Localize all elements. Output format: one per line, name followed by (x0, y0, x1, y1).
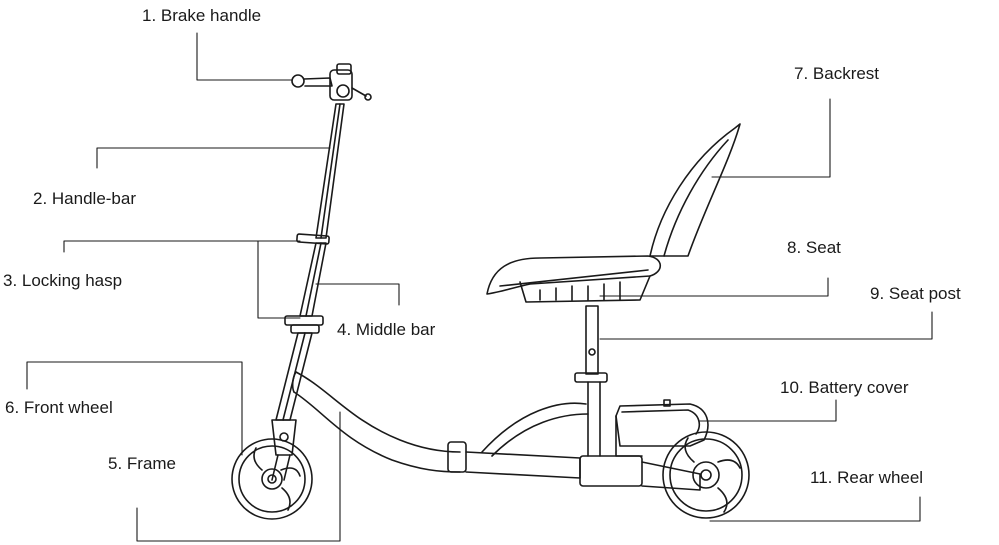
label-seat: 8. Seat (787, 238, 841, 257)
label-handle-bar: 2. Handle-bar (33, 189, 137, 208)
stem-shape (271, 103, 345, 481)
label-brake-handle: 1. Brake handle (142, 6, 262, 25)
label-battery-cover: 10. Battery cover (780, 378, 909, 397)
leader-locking-hasp (63, 240, 301, 319)
label-middle-bar: 4. Middle bar (337, 320, 436, 339)
backrest-shape (649, 123, 741, 257)
leader-seat-post (599, 311, 933, 340)
label-rear-wheel: 11. Rear wheel (810, 468, 924, 487)
seat-post-shape (574, 305, 608, 457)
front-wheel-shape (231, 438, 313, 520)
battery-cover-shape (615, 399, 709, 457)
label-locking-hasp: 3. Locking hasp (3, 271, 123, 290)
leader-lines (26, 32, 933, 542)
leader-frame (136, 411, 341, 542)
leader-battery-cover (699, 399, 837, 422)
leader-rear-wheel (709, 496, 921, 522)
brake-handle-shape (291, 63, 372, 101)
label-frame: 5. Frame (108, 454, 177, 473)
label-seat-post: 9. Seat post (870, 284, 961, 303)
frame-shape (291, 371, 701, 491)
leader-backrest (711, 98, 831, 178)
label-backrest: 7. Backrest (794, 64, 880, 83)
leader-middle-bar (315, 283, 400, 306)
leader-handle-bar (96, 147, 331, 169)
rear-wheel-shape (662, 431, 750, 519)
leader-brake-handle (196, 32, 293, 81)
leader-front-wheel (26, 361, 243, 456)
label-front-wheel: 6. Front wheel (5, 398, 113, 417)
seat-shape (486, 255, 662, 303)
leader-seat (599, 277, 829, 297)
